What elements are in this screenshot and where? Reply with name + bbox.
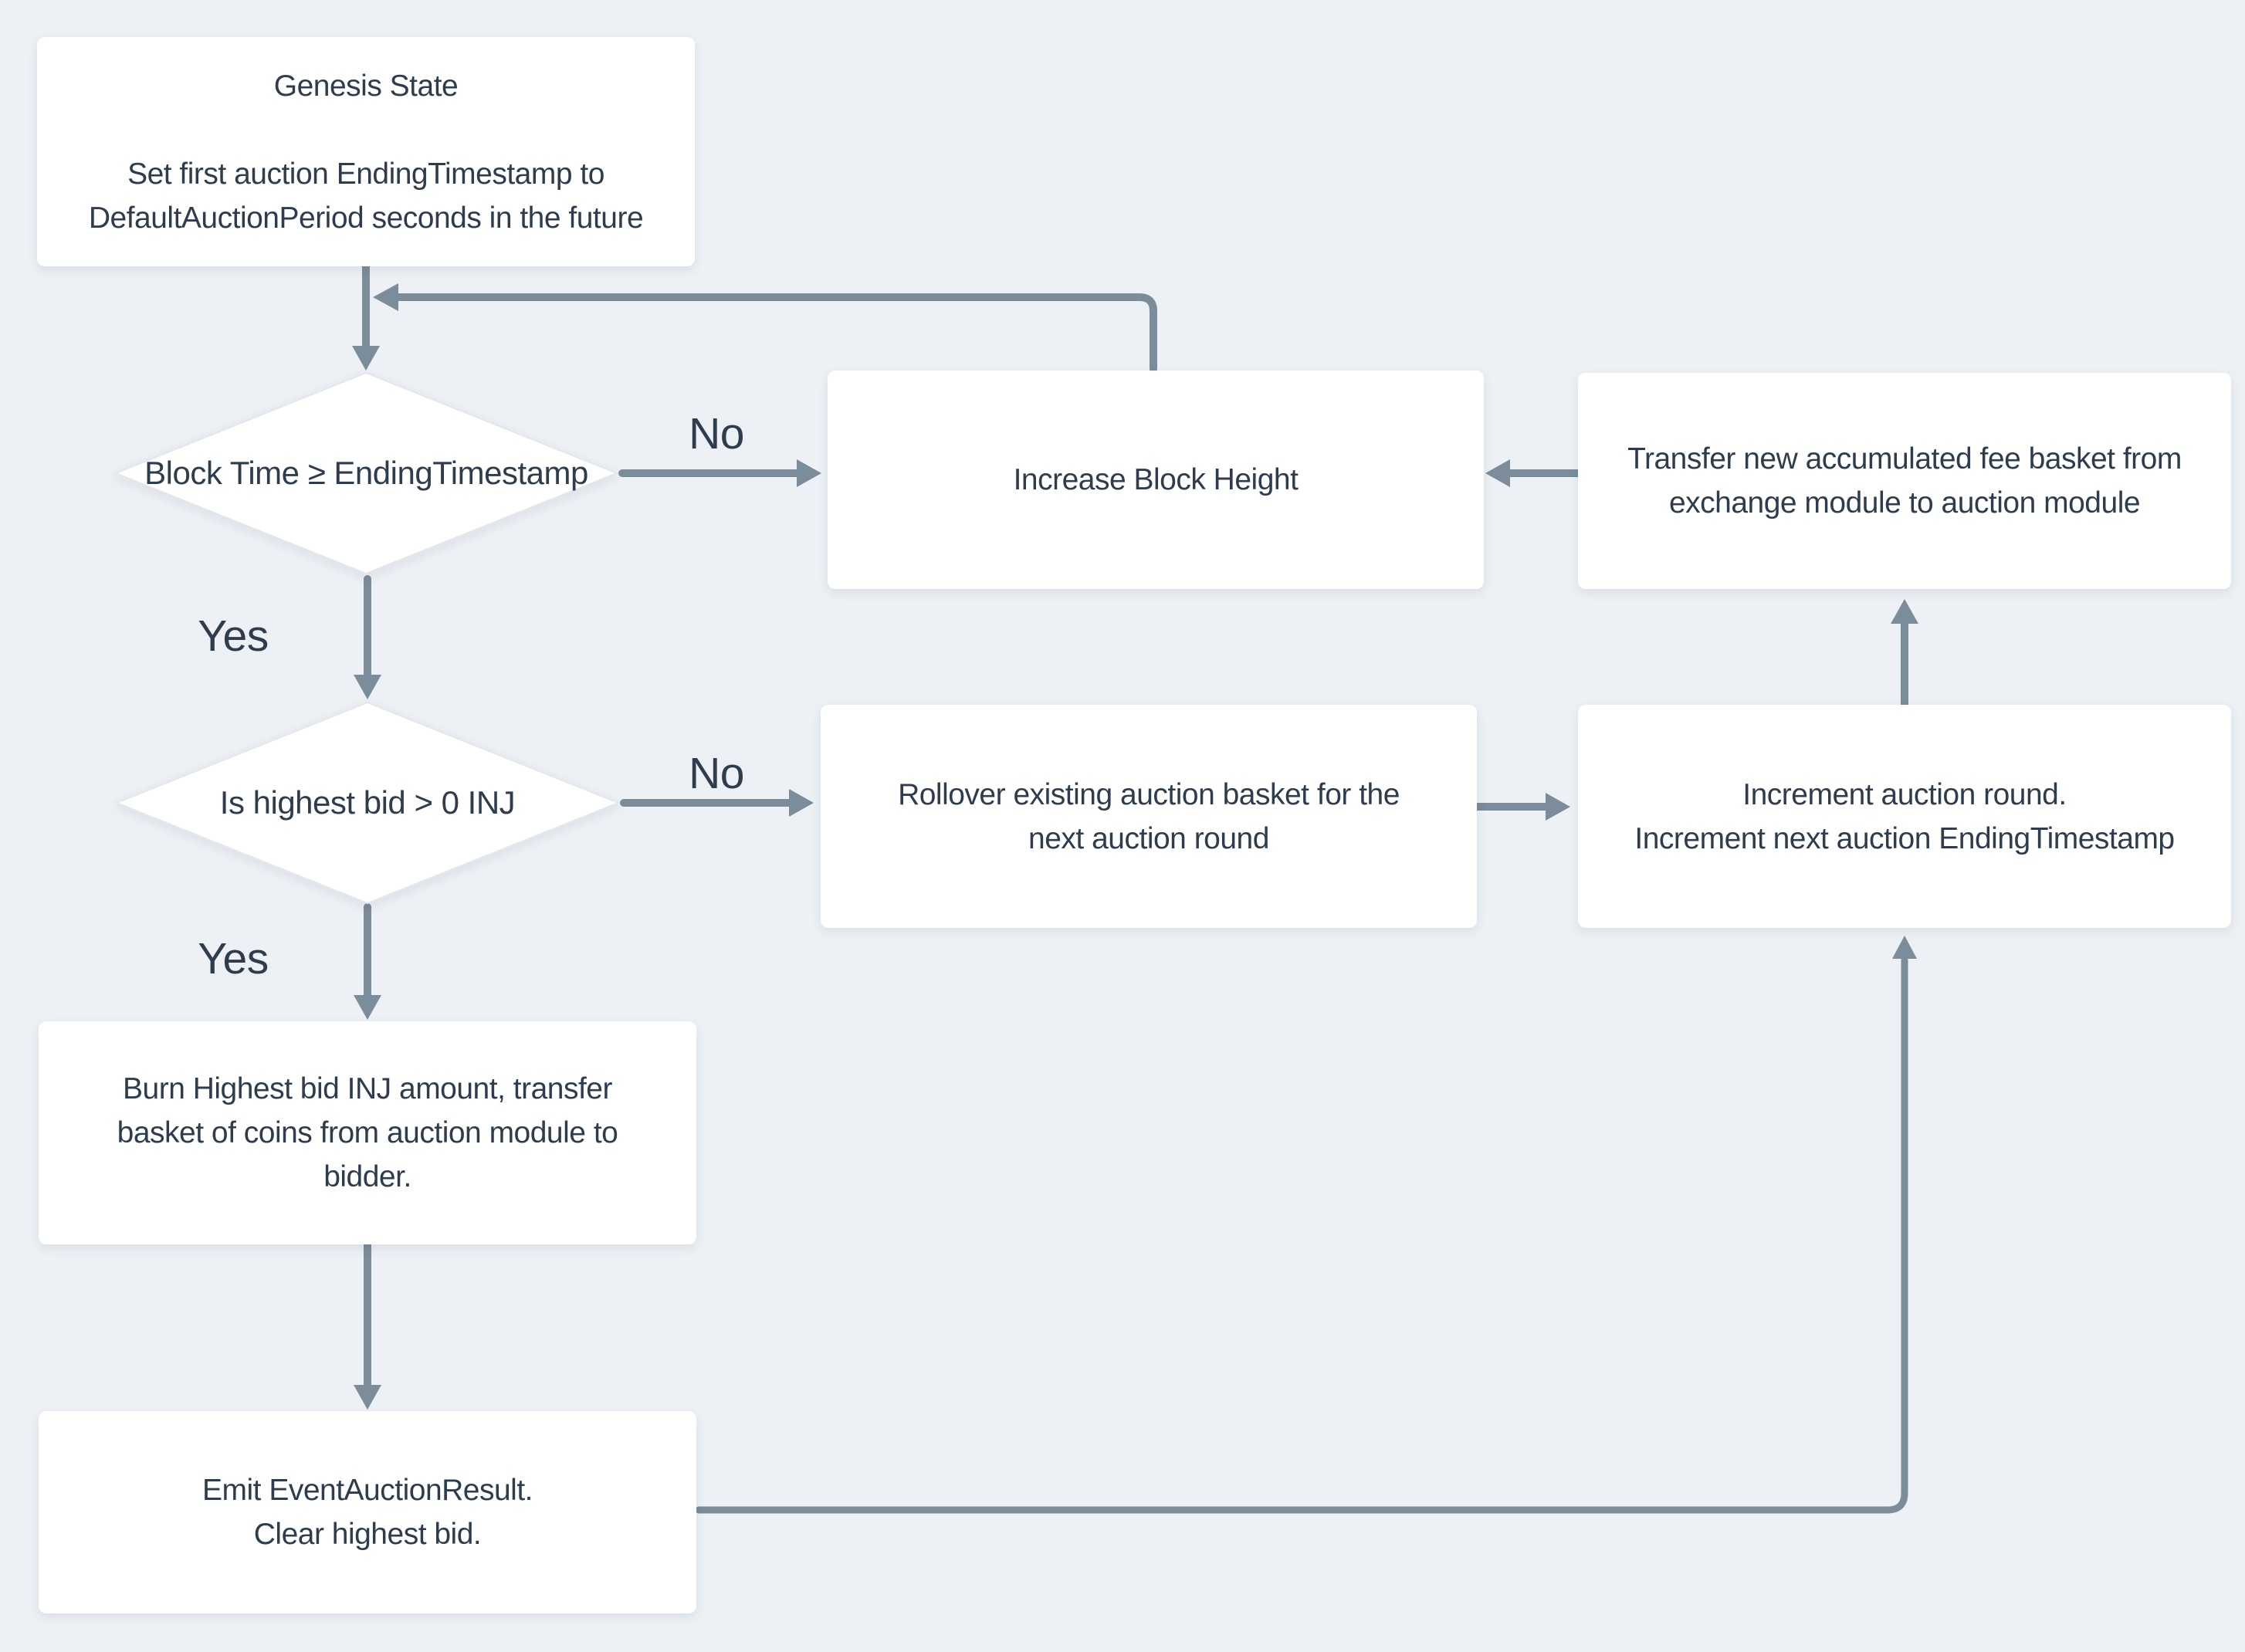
emit-auction-result-line: Emit EventAuctionResult. <box>201 1474 533 1507</box>
increment-round-line: Increment auction round. <box>1742 777 2067 811</box>
genesis-body-line: Set first auction EndingTimestamp to <box>127 157 604 191</box>
transfer-fee-basket-line: Transfer new accumulated fee basket from <box>1627 442 2182 476</box>
arrowhead-up-into-transfer <box>1891 599 1918 624</box>
node-rollover-basket: Rollover existing auction basket for the… <box>821 705 1477 928</box>
genesis-body-line: DefaultAuctionPeriod seconds in the futu… <box>88 201 644 235</box>
arrowhead-left-loopback <box>373 283 398 311</box>
node-increase-block-height: Increase Block Height <box>828 371 1484 589</box>
arrowhead-right-into-rollover <box>789 789 814 817</box>
node-genesis-state: Genesis State Set first auction EndingTi… <box>37 37 695 266</box>
burn-highest-bid-line: Burn Highest bid INJ amount, transfer <box>123 1072 612 1105</box>
node-emit-auction-result: Emit EventAuctionResult. Clear highest b… <box>39 1411 696 1613</box>
arrowheads <box>352 283 1918 1410</box>
burn-highest-bid-line: basket of coins from auction module to <box>117 1116 618 1149</box>
edge-label-yes-1: Yes <box>198 611 269 661</box>
connector-lines <box>362 262 1908 1514</box>
arrowhead-right-into-increase <box>797 459 821 487</box>
edge-label-no-1: No <box>689 409 744 459</box>
edge-increase-loopback <box>379 293 1157 373</box>
node-transfer-fee-basket: Transfer new accumulated fee basket from… <box>1578 373 2231 589</box>
arrowhead-down-into-burn <box>354 995 381 1020</box>
arrowhead-down-decision2 <box>354 675 381 699</box>
arrowhead-up-into-increment <box>1892 936 1917 959</box>
decision-highest-bid-shape <box>114 701 621 905</box>
edge-emit-to-increment <box>695 956 1908 1514</box>
burn-highest-bid-line: bidder. <box>323 1160 411 1193</box>
arrowhead-down-into-emit <box>354 1385 381 1410</box>
increase-block-height-label: Increase Block Height <box>1013 463 1299 496</box>
transfer-fee-basket-line: exchange module to auction module <box>1668 486 2141 520</box>
decision-shapes <box>113 371 621 905</box>
arrowhead-right-into-increment <box>1546 793 1570 821</box>
rollover-basket-line: next auction round <box>1028 821 1269 855</box>
increment-round-line: Increment next auction EndingTimestamp <box>1634 821 2175 855</box>
decision-block-time-label: Block Time ≥ EndingTimestamp <box>144 455 588 491</box>
node-burn-highest-bid: Burn Highest bid INJ amount, transfer ba… <box>39 1021 696 1244</box>
decision-block-time-shape <box>113 371 619 575</box>
arrowhead-left-into-increase <box>1485 459 1510 487</box>
genesis-title: Genesis State <box>273 69 459 103</box>
rollover-basket-line: Rollover existing auction basket for the <box>898 777 1400 811</box>
emit-auction-result-line: Clear highest bid. <box>253 1518 482 1551</box>
node-increment-round: Increment auction round. Increment next … <box>1578 705 2231 928</box>
decision-highest-bid-label: Is highest bid > 0 INJ <box>219 784 516 821</box>
edge-label-no-2: No <box>689 749 744 798</box>
arrowhead-down-decision1 <box>352 346 380 371</box>
edge-label-yes-2: Yes <box>198 934 269 983</box>
